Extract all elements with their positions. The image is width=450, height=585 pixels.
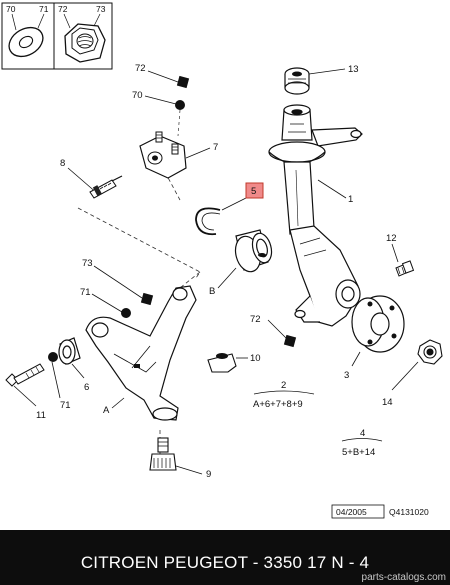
washer-dot-icon-71-bottom [48, 352, 58, 362]
callout-71-bottom: 71 [60, 400, 71, 411]
callout-70: 70 [132, 90, 143, 101]
callout-1: 1 [348, 194, 353, 205]
hub-nut-14 [391, 339, 443, 391]
callout-14: 14 [382, 397, 393, 408]
callout-6: 6 [84, 382, 89, 393]
callout-13: 13 [348, 64, 359, 75]
bracket-7 [139, 131, 211, 179]
top-mount-13 [284, 67, 346, 95]
hub-3 [351, 295, 405, 367]
group-2-formula: A+6+7+8+9 [253, 399, 303, 410]
wheel-bearing-B [234, 229, 273, 273]
bush-6 [58, 337, 85, 379]
callout-72-mid: 72 [250, 314, 261, 325]
inset-label-73: 73 [96, 4, 106, 14]
group-2-number: 2 [281, 380, 286, 391]
inset-70-71: 70 71 [1, 2, 55, 70]
diagram-date: 04/2005 [336, 507, 367, 517]
washer-dot-icon-70 [175, 100, 185, 110]
callout-11: 11 [36, 410, 46, 421]
lower-arm-A [85, 285, 197, 421]
bolt-11 [5, 363, 45, 407]
callout-3: 3 [344, 370, 349, 381]
circlip-5 [195, 197, 247, 236]
callout-8: 8 [60, 158, 65, 169]
footer-watermark: parts-catalogs.com [361, 572, 446, 583]
callout-12: 12 [386, 233, 397, 244]
callout-10: 10 [250, 353, 261, 364]
callout-7: 7 [213, 142, 218, 153]
inset-label-71: 71 [39, 4, 49, 14]
square-nut-icon-72-top [176, 75, 190, 89]
hex-nut-icon [64, 23, 106, 63]
ball-joint-9 [149, 437, 203, 475]
bolt-12 [391, 243, 415, 277]
inset-72-73: 72 73 [53, 2, 113, 70]
group-4-formula: 5+B+14 [342, 447, 375, 458]
inset-label-72: 72 [58, 4, 68, 14]
callout-A: A [103, 405, 110, 416]
footer-title: CITROEN PEUGEOT - 3350 17 N - 4 [80, 553, 370, 572]
date-box [331, 504, 385, 519]
callout-5: 5 [251, 186, 256, 197]
callout-9: 9 [206, 469, 211, 480]
square-nut-icon-72-mid [283, 334, 297, 348]
dashed-guides [77, 171, 201, 455]
strut-knuckle-1 [268, 104, 363, 327]
callout-73: 73 [82, 258, 93, 269]
highlight-box-5 [245, 182, 264, 199]
group-4-number: 4 [360, 428, 365, 439]
callout-72-top: 72 [135, 63, 146, 74]
inset-label-70: 70 [6, 4, 16, 14]
diagram-reference: Q4131020 [389, 507, 429, 517]
callout-71-left: 71 [80, 287, 91, 298]
group-2: 2 A+6+7+8+9 [253, 380, 315, 410]
footer-bar: CITROEN PEUGEOT - 3350 17 N - 4 parts-ca… [0, 530, 450, 585]
parts-diagram: 70 71 72 73 8 [1, 2, 443, 519]
square-nut-icon-73 [140, 292, 154, 306]
bolt-8 [67, 167, 123, 199]
bush-10 [207, 353, 248, 373]
callout-B: B [209, 286, 215, 297]
group-4: 4 5+B+14 [341, 428, 383, 458]
washer-dot-icon-71-left [121, 308, 131, 318]
